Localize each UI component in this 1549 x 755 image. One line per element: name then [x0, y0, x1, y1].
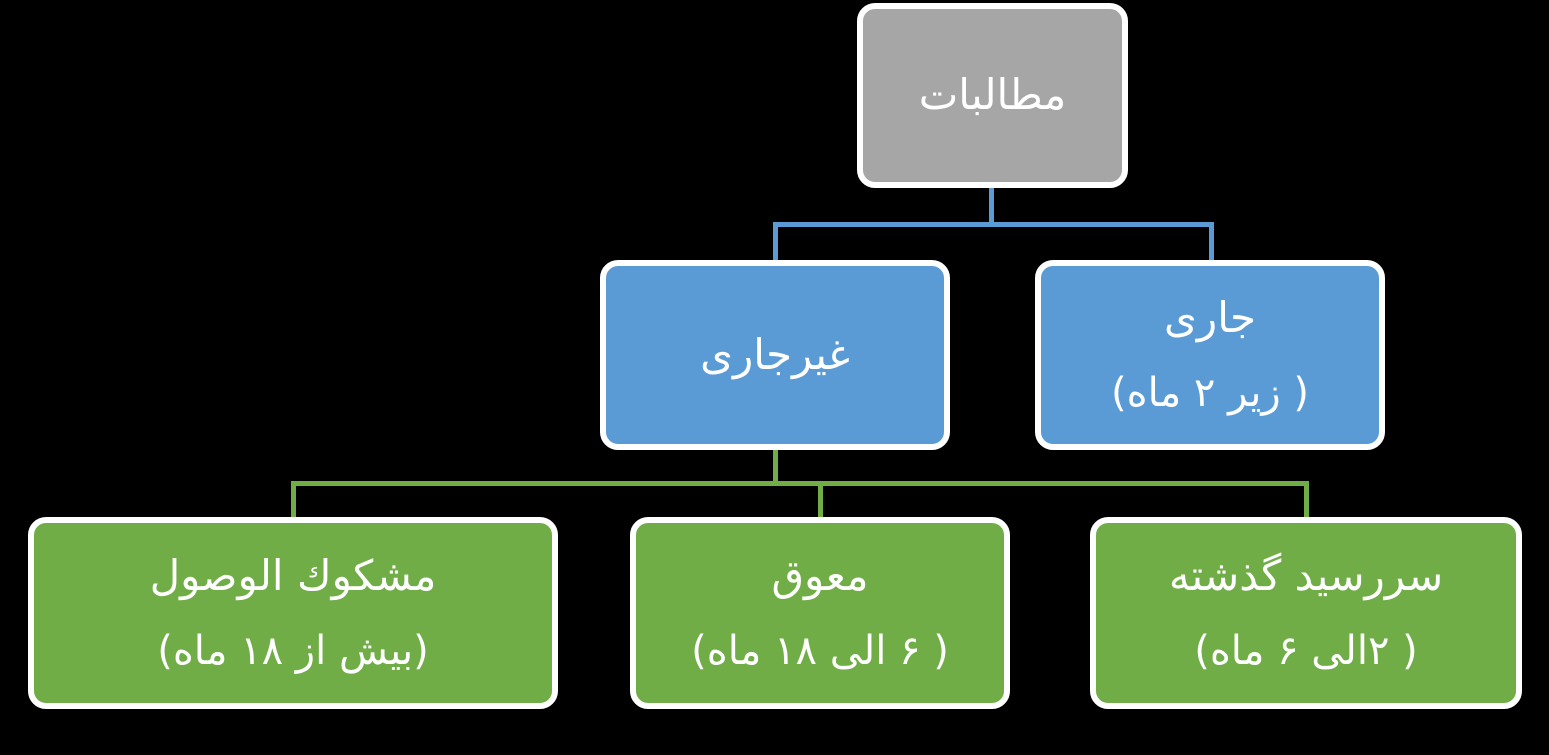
- connector-noncurrent-drop: [773, 222, 778, 262]
- node-doubtful-sublabel: (بیش از ۱۸ ماه): [157, 628, 429, 675]
- node-noncurrent-label: غیرجاری: [700, 329, 850, 379]
- connector-current-drop: [1209, 222, 1214, 262]
- node-pastdue-sublabel: ( ۲الی ۶ ماه): [1194, 628, 1418, 675]
- node-overdue-sublabel: ( ۶ الی ۱۸ ماه): [691, 628, 949, 675]
- node-noncurrent: غیرجاری: [600, 260, 950, 450]
- connector-doubtful-drop: [291, 481, 296, 520]
- node-receivables: مطالبات: [857, 3, 1128, 188]
- node-overdue: معوق ( ۶ الی ۱۸ ماه): [630, 517, 1010, 709]
- node-current-label: جاری: [1164, 293, 1256, 343]
- node-pastdue: سررسید گذشته ( ۲الی ۶ ماه): [1090, 517, 1522, 709]
- node-receivables-label: مطالبات: [918, 70, 1067, 120]
- connector-level2-crossbar: [773, 222, 1214, 227]
- connector-noncurrent-stem: [773, 450, 778, 486]
- connector-pastdue-drop: [1304, 481, 1309, 520]
- node-overdue-label: معوق: [771, 550, 869, 600]
- node-current: جاری ( زیر ۲ ماه): [1035, 260, 1385, 450]
- node-current-sublabel: ( زیر ۲ ماه): [1111, 369, 1309, 416]
- node-doubtful-collection: مشكوك الوصول (بیش از ۱۸ ماه): [28, 517, 558, 709]
- node-pastdue-label: سررسید گذشته: [1168, 550, 1444, 600]
- node-doubtful-label: مشكوك الوصول: [149, 550, 437, 600]
- connector-level3-crossbar: [291, 481, 1309, 486]
- connector-root-stem: [989, 188, 994, 227]
- connector-overdue-drop: [818, 481, 823, 520]
